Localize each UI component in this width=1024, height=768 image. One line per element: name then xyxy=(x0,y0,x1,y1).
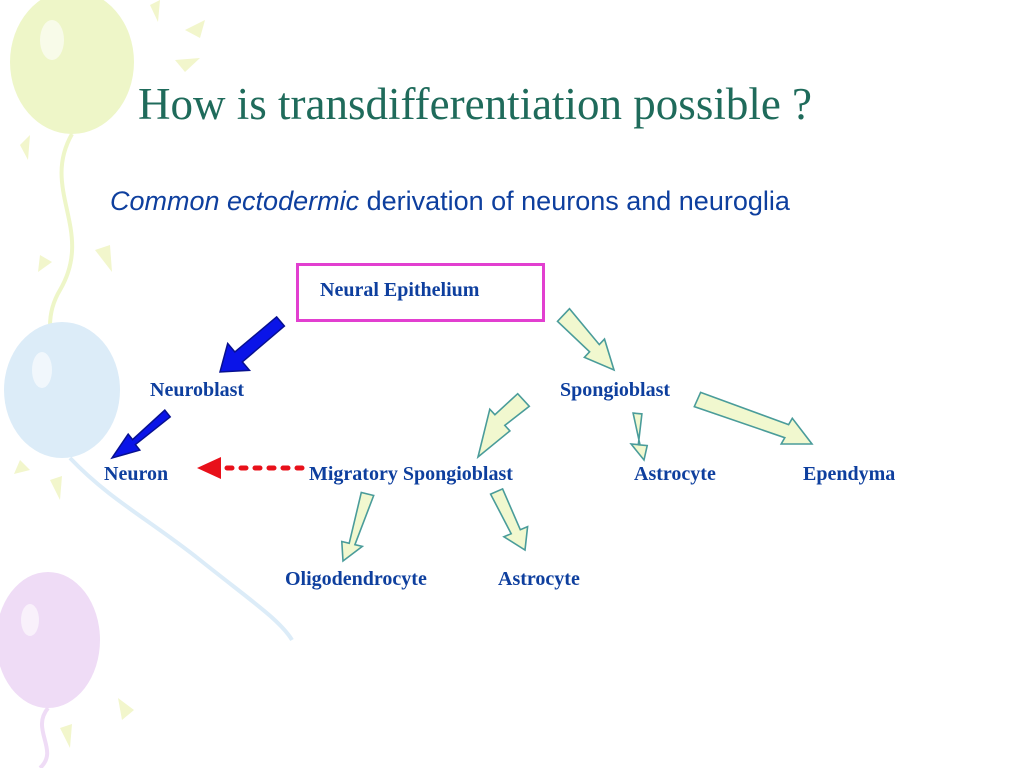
subtitle-emphasis: Common ectodermic xyxy=(110,186,360,216)
sparkle-icon xyxy=(118,698,134,720)
sparkle-icon xyxy=(50,476,62,500)
node-astrocyte: Astrocyte xyxy=(634,463,716,485)
sparkle-icon xyxy=(185,20,205,38)
node-astrocyte-2: Astrocyte xyxy=(498,568,580,590)
neural-epithelium-box xyxy=(296,263,545,322)
arrow-epithelium-to-spongioblast xyxy=(556,307,616,372)
node-neuron: Neuron xyxy=(104,463,169,485)
arrow-migratory-to-astrocyte xyxy=(489,487,529,552)
arrow-spongioblast-to-astrocyte xyxy=(629,412,649,462)
red-arrowhead-icon xyxy=(197,457,221,479)
blue-balloon-icon xyxy=(4,322,120,458)
sparkle-icon xyxy=(20,135,30,160)
arrow-epithelium-to-neuroblast xyxy=(219,315,286,373)
sparkle-icon xyxy=(38,255,52,272)
sparkle-icon xyxy=(95,245,112,272)
node-neural-epithelium: Neural Epithelium xyxy=(320,279,480,301)
arrow-neuroblast-to-neuron xyxy=(110,409,172,460)
node-neuroblast: Neuroblast xyxy=(150,379,245,401)
sparkle-icon xyxy=(175,58,200,72)
node-oligodendrocyte: Oligodendrocyte xyxy=(285,568,427,590)
slide-subtitle: Common ectodermic derivation of neurons … xyxy=(110,186,790,217)
arrow-spongioblast-to-ependyma xyxy=(693,391,814,445)
node-ependyma: Ependyma xyxy=(803,463,896,485)
balloon-string xyxy=(68,456,294,642)
sparkle-icon xyxy=(60,724,72,748)
node-migratory-spongioblast: Migratory Spongioblast xyxy=(309,463,513,485)
purple-balloon-icon xyxy=(0,572,100,708)
sparkle-icon xyxy=(150,0,160,22)
subtitle-text: derivation of neurons and neuroglia xyxy=(359,186,790,216)
sparkle-icon xyxy=(14,460,30,474)
node-spongioblast: Spongioblast xyxy=(560,379,671,401)
arrow-spongioblast-to-migratory xyxy=(476,392,531,460)
arrow-migratory-to-oligodendrocyte xyxy=(340,491,375,563)
slide-title: How is transdifferentiation possible ? xyxy=(138,79,813,129)
